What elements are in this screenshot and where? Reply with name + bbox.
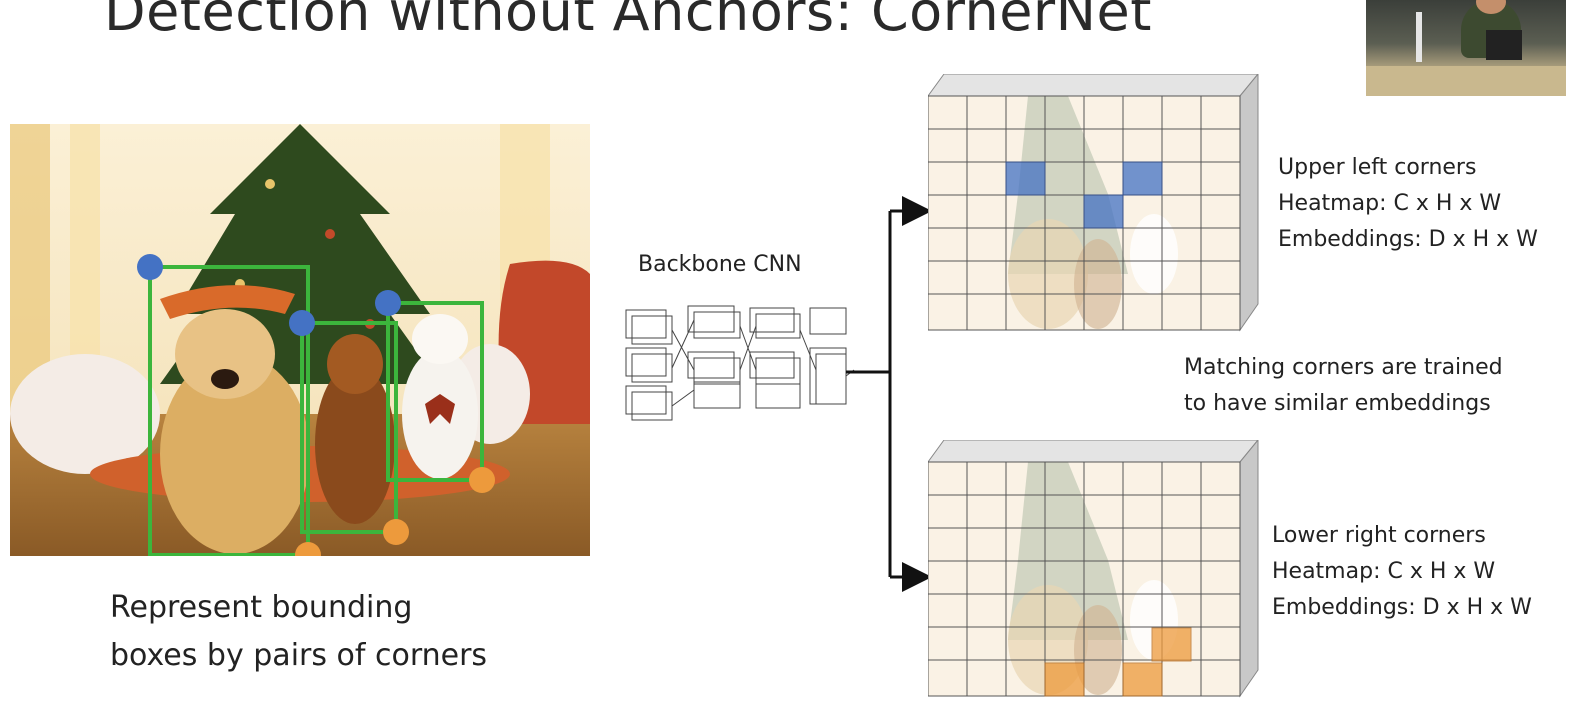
lower-branch-title: Lower right corners <box>1272 523 1486 548</box>
lower-right-corner-1 <box>295 542 321 556</box>
upper-left-heatmap <box>927 72 1260 334</box>
upper-branch-text: Upper left corners Heatmap: C x H x W Em… <box>1278 150 1538 258</box>
speaker-webcam <box>1366 0 1566 96</box>
bbox-cat <box>386 301 484 482</box>
lower-branch-heatmap: Heatmap: C x H x W <box>1272 559 1496 584</box>
caption-line-1: Represent bounding <box>110 590 413 625</box>
backbone-label: Backbone CNN <box>638 252 802 277</box>
upper-left-corner-3 <box>375 290 401 316</box>
backbone-cnn-diagram <box>618 300 858 440</box>
slide-title: Detection without Anchors: CornerNet <box>104 0 1152 43</box>
matching-note-line-2: to have similar embeddings <box>1184 391 1491 416</box>
upper-branch-heatmap: Heatmap: C x H x W <box>1278 191 1502 216</box>
bbox-dog-2 <box>300 321 398 534</box>
spaniel <box>315 364 395 524</box>
photo-caption: Represent bounding boxes by pairs of cor… <box>110 584 487 680</box>
caption-line-2: boxes by pairs of corners <box>110 638 488 673</box>
heat-cell-lower-1 <box>1044 662 1085 697</box>
lower-right-corner-3 <box>469 467 495 493</box>
upper-left-corner-1 <box>137 254 163 280</box>
heat-cell-upper-2 <box>1083 194 1124 229</box>
input-photo <box>10 124 590 556</box>
heat-cell-upper-1 <box>1005 161 1046 196</box>
matching-note: Matching corners are trained to have sim… <box>1184 350 1503 422</box>
upper-left-corner-2 <box>289 310 315 336</box>
photo-illustration <box>10 124 590 556</box>
heat-cell-upper-3 <box>1122 161 1163 196</box>
lower-branch-embeddings: Embeddings: D x H x W <box>1272 595 1532 620</box>
lower-right-heatmap <box>927 438 1260 700</box>
upper-branch-embeddings: Embeddings: D x H x W <box>1278 227 1538 252</box>
lower-branch-text: Lower right corners Heatmap: C x H x W E… <box>1272 518 1532 626</box>
heat-cell-lower-2 <box>1122 662 1163 697</box>
branch-arrows <box>846 196 932 592</box>
upper-branch-title: Upper left corners <box>1278 155 1477 180</box>
heat-cell-lower-3 <box>1151 627 1192 662</box>
bbox-dog-1 <box>148 265 310 556</box>
lower-right-corner-2 <box>383 519 409 545</box>
golden-retriever <box>160 354 310 554</box>
matching-note-line-1: Matching corners are trained <box>1184 355 1503 380</box>
